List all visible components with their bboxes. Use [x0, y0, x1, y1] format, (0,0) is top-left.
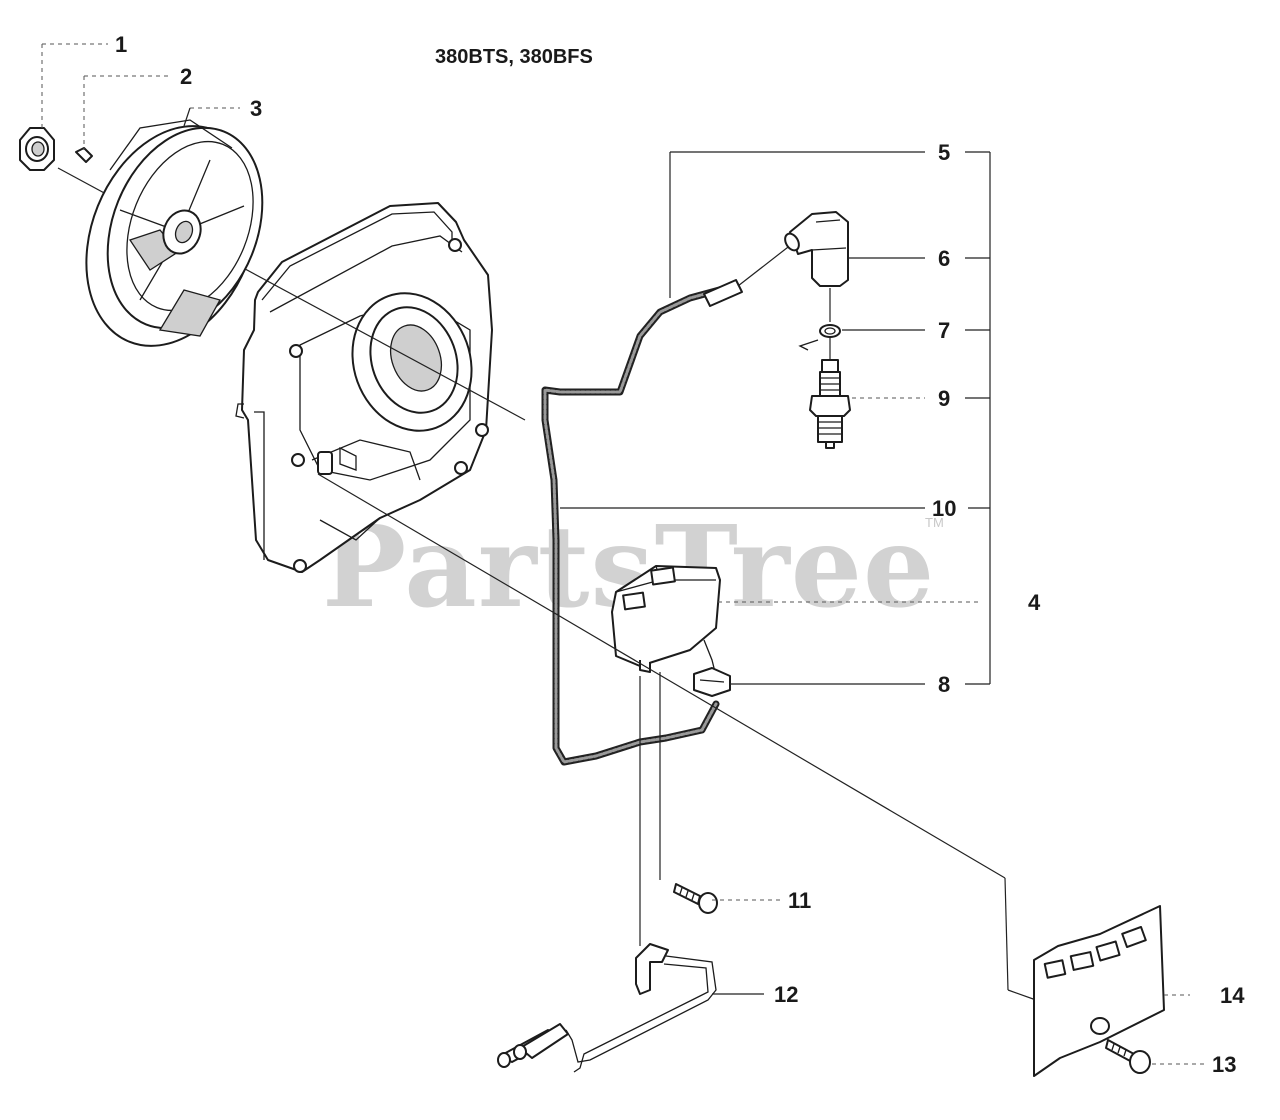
callout-6: 6: [938, 246, 950, 271]
callout-14: 14: [1220, 983, 1245, 1008]
cable-guide-plate-icon: [317, 473, 1165, 1077]
short-circuit-connector-icon: [693, 667, 731, 697]
screw-icon: [1105, 1039, 1151, 1074]
callout-12: 12: [774, 982, 798, 1007]
callout-4: 4: [1028, 590, 1041, 615]
diagram-title: 380BTS, 380BFS: [435, 46, 593, 68]
callout-8: 8: [938, 672, 950, 697]
callout-2: 2: [180, 64, 192, 89]
ignition-module-assembly-icon: [611, 565, 721, 677]
callout-3: 3: [250, 96, 262, 121]
spark-plug-icon: [809, 359, 851, 449]
spark-plug-cap-icon: [737, 211, 849, 322]
callout-1: 1: [115, 32, 127, 57]
callout-9: 9: [938, 386, 950, 411]
leader-lines: [41, 43, 1206, 1065]
callout-11: 11: [788, 888, 811, 913]
callout-10: 10: [932, 496, 956, 521]
woodruff-key-icon: [75, 147, 93, 163]
watermark-trademark: TM: [925, 515, 944, 530]
screw-icon: [659, 672, 718, 914]
callout-7: 7: [938, 318, 950, 343]
callout-5: 5: [938, 140, 950, 165]
flywheel-icon: [85, 119, 264, 347]
ignition-cable-icon: [541, 279, 743, 766]
callout-labels: 1 2 3 4 5 6 7 8 9 10 11 12 13 14: [115, 32, 1245, 1077]
flange-nut-icon: [19, 127, 55, 171]
callout-13: 13: [1212, 1052, 1236, 1077]
spring-clip-icon: [798, 324, 841, 360]
short-circuit-cable-icon: [497, 676, 717, 1073]
